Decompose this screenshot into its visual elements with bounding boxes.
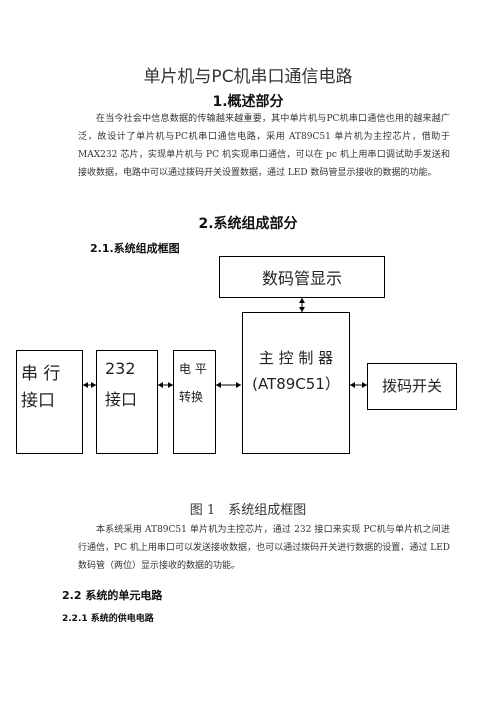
level-shift-block: 电 平 转换 (173, 350, 216, 454)
rs232-label-1: 232 (105, 359, 136, 378)
connector-232-level (158, 382, 173, 388)
level-shift-label-1: 电 平 (179, 362, 207, 376)
serial-port-block: 串 行 接口 (16, 350, 83, 454)
figure-caption: 图 1 系统组成框图 (189, 503, 307, 518)
subsection-2-2-heading: 2.2 系统的单元电路 (62, 589, 163, 602)
serial-port-label-1: 串 行 (21, 364, 61, 384)
level-shift-label-2: 转换 (179, 390, 204, 404)
serial-port-label-2: 接口 (21, 391, 55, 411)
controller-chip-label: (AT89C51） (252, 375, 340, 393)
display-block-label: 数码管显示 (261, 269, 342, 288)
section-2-paragraph: 本系统采用 AT89C51 单片机为主控芯片，通过 232 接口来实现 PC机与… (78, 525, 450, 571)
controller-block: 主 控 制 器 (AT89C51） (242, 312, 350, 454)
dip-switch-label: 拨码开关 (381, 377, 442, 395)
connector-level-controller (216, 382, 241, 388)
subsection-2-2-1-heading: 2.2.1 系统的供电电路 (62, 614, 154, 624)
rs232-interface-block: 232 接口 (96, 350, 158, 454)
section-1-paragraph: 在当今社会中信息数据的传输越来越重要，其中单片机与PC机串口通信也用的越来越广泛… (78, 114, 450, 178)
section-1-heading: 1.概述部分 (212, 94, 284, 110)
rs232-label-2: 接口 (105, 390, 138, 409)
document-title: 单片机与PC机串口通信电路 (143, 67, 353, 87)
connector-display-controller (299, 298, 305, 312)
display-block: 数码管显示 (219, 256, 385, 298)
dip-switch-block: 拨码开关 (367, 363, 457, 410)
section-2-heading: 2.系统组成部分 (198, 216, 298, 232)
subsection-2-1-heading: 2.1.系统组成框图 (90, 242, 180, 255)
connector-serial-232 (83, 382, 96, 388)
controller-block-label: 主 控 制 器 (258, 349, 334, 367)
connector-controller-dip (350, 382, 367, 388)
